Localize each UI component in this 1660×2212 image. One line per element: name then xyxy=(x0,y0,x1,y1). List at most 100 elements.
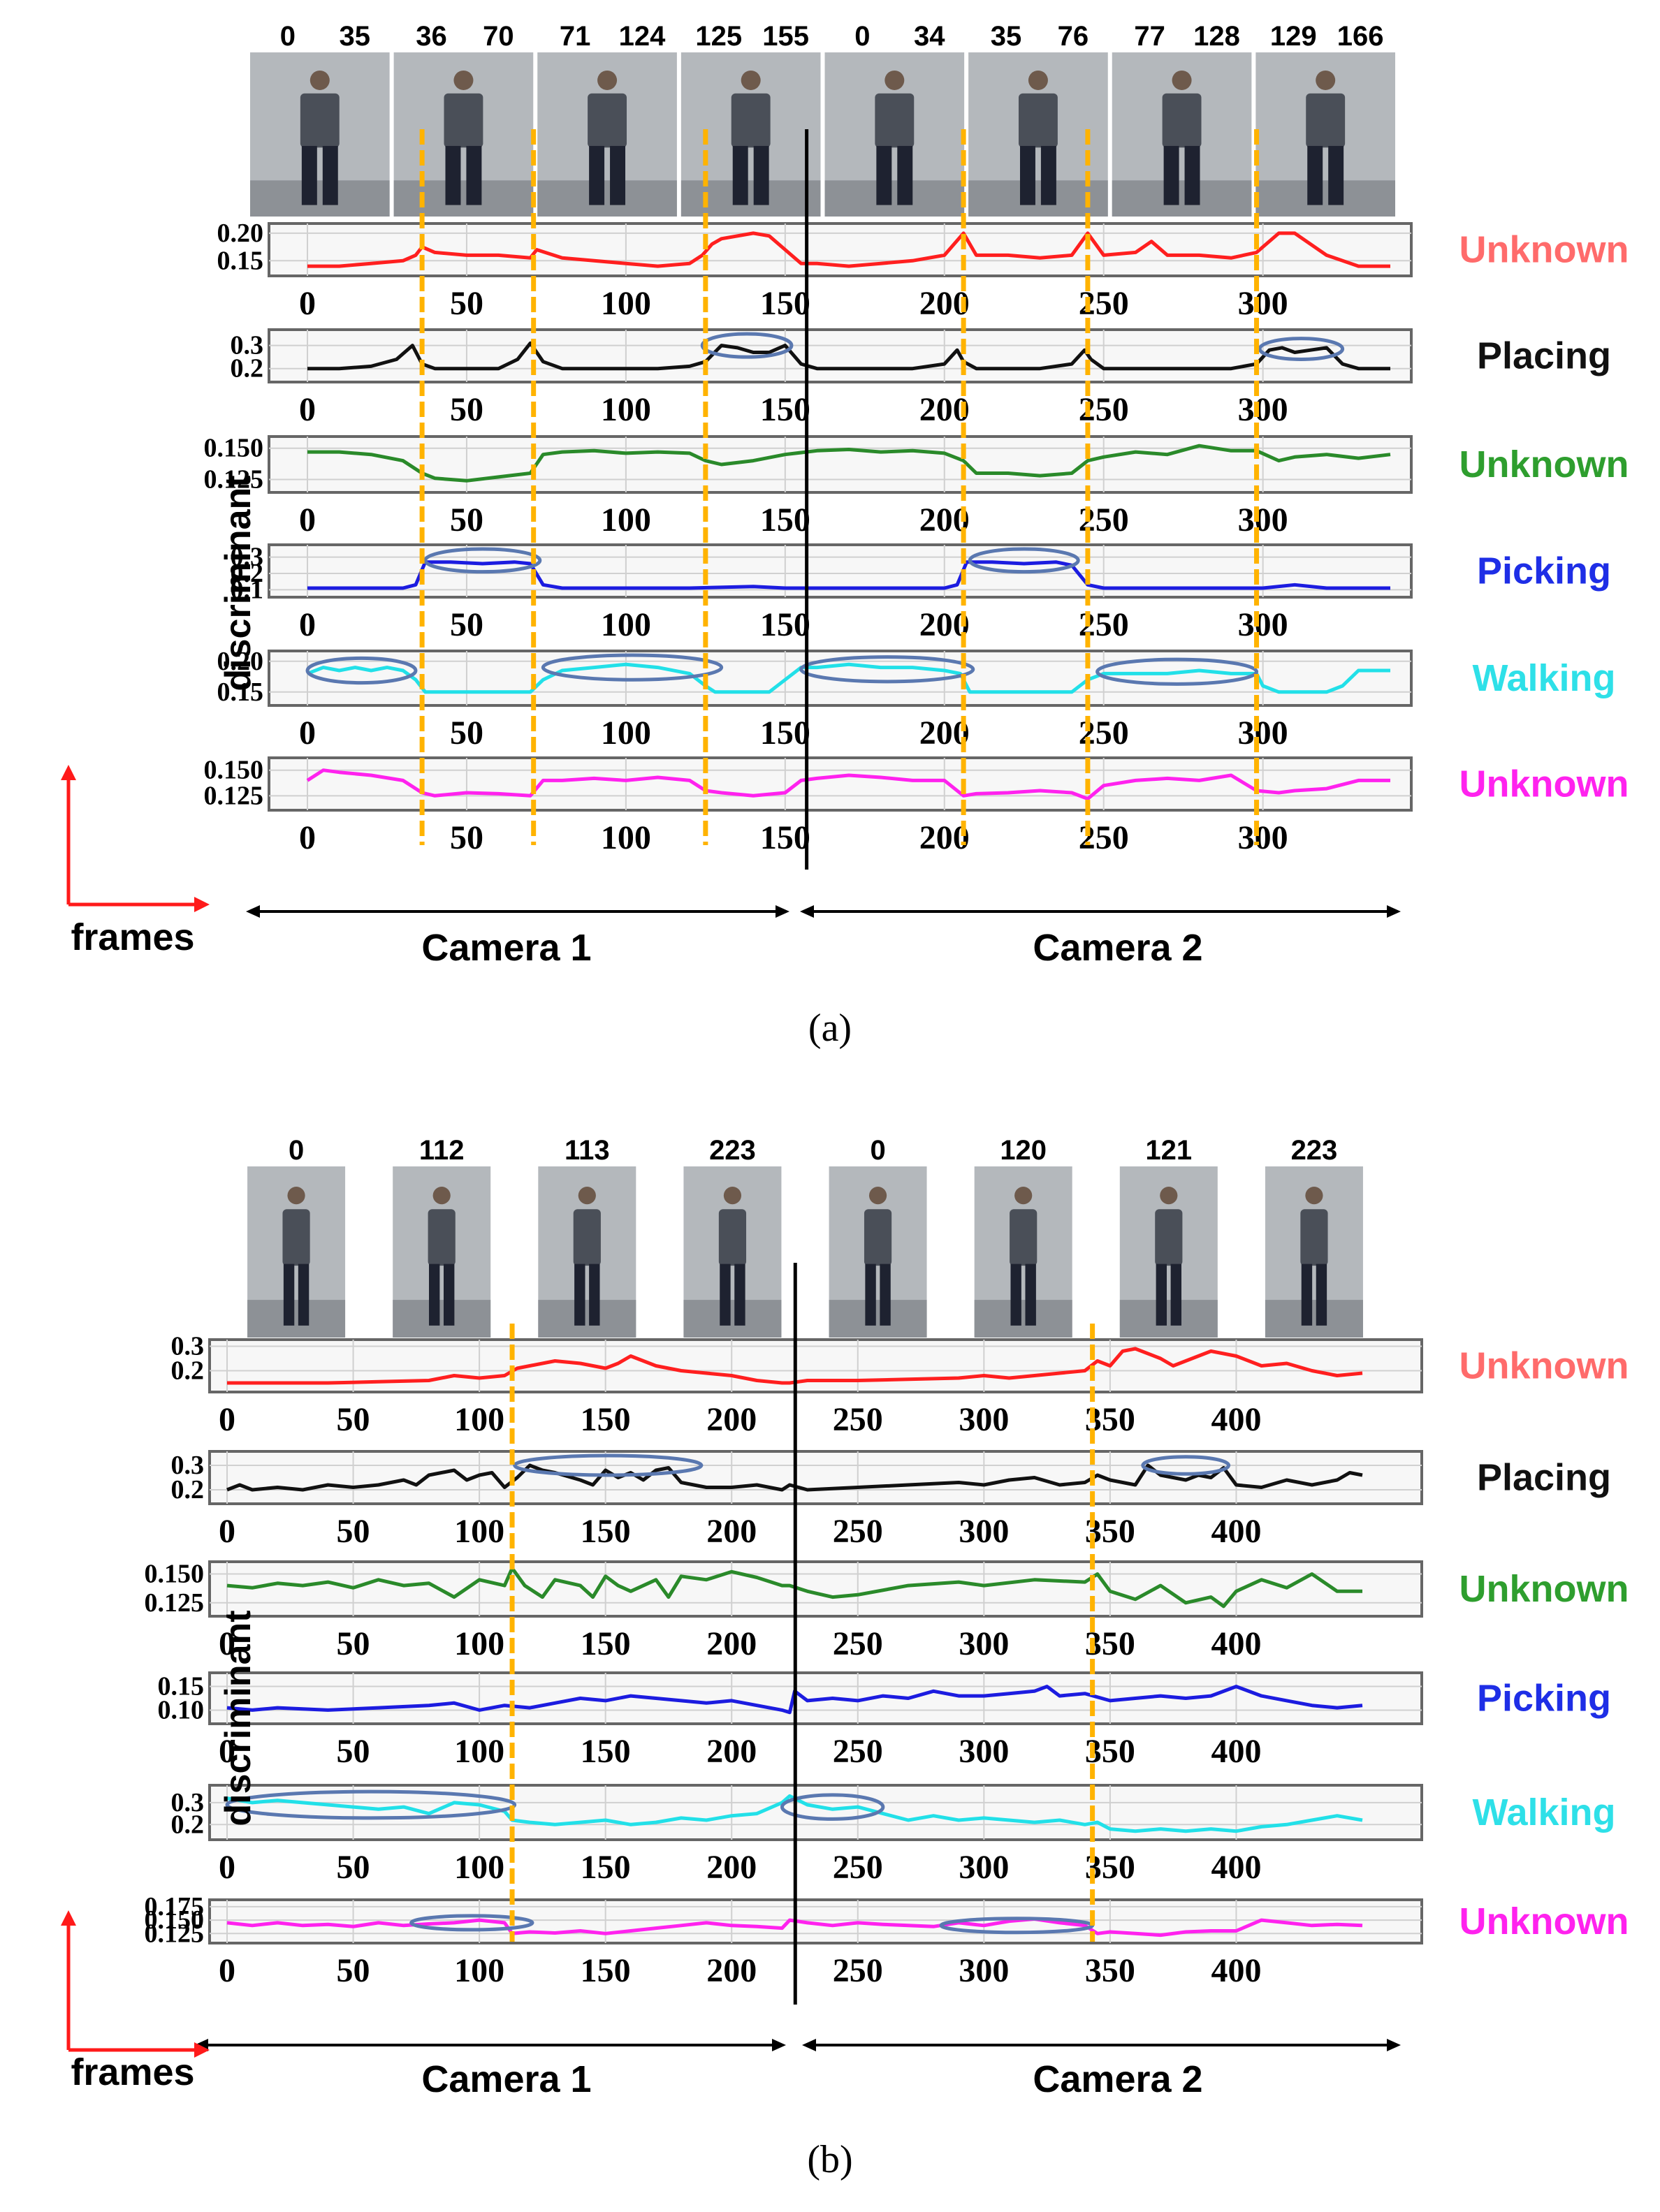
x-tick-label: 400 xyxy=(1211,1849,1261,1886)
frame-number-label: 35 xyxy=(339,21,370,52)
x-tick-label: 0 xyxy=(219,1625,235,1662)
person-leg xyxy=(897,145,913,205)
y-tick-label: 0.125 xyxy=(204,781,264,810)
class-label: Unknown xyxy=(1459,763,1629,805)
x-tick-label: 300 xyxy=(959,1849,1009,1886)
person-leg xyxy=(610,145,626,205)
person-leg xyxy=(1040,145,1056,205)
x-tick-label: 250 xyxy=(833,1513,883,1550)
x-tick-label: 0 xyxy=(299,819,316,856)
x-tick-label: 150 xyxy=(581,1733,631,1770)
frame-thumbnail xyxy=(250,52,390,217)
class-label: Picking xyxy=(1477,550,1611,592)
class-label: Walking xyxy=(1472,1792,1615,1833)
frame-number-label: 112 xyxy=(419,1135,465,1166)
series-line xyxy=(307,560,1390,590)
person-head xyxy=(578,1187,596,1205)
x-tick-label: 300 xyxy=(959,1952,1009,1989)
person-torso xyxy=(300,93,340,148)
person-leg xyxy=(734,1264,745,1326)
photo-floor xyxy=(247,1300,346,1338)
panel-frame xyxy=(208,1560,1423,1618)
person-leg xyxy=(1184,145,1200,205)
x-tick-label: 0 xyxy=(299,391,316,428)
camera-label: Camera 2 xyxy=(1033,2058,1202,2100)
photo-floor xyxy=(393,1300,491,1338)
figure-caption: (a) xyxy=(808,1006,852,1050)
person-torso xyxy=(1162,93,1202,148)
person-leg xyxy=(1307,145,1323,205)
x-tick-label: 50 xyxy=(450,606,483,643)
frame-number-label: 166 xyxy=(1337,21,1384,52)
x-tick-label: 0 xyxy=(299,715,316,752)
frame-number-label: 0 xyxy=(289,1135,304,1166)
frame-number-label: 77 xyxy=(1134,21,1165,52)
person-leg xyxy=(732,145,748,205)
class-label: Placing xyxy=(1477,335,1611,377)
x-tick-label: 100 xyxy=(601,715,651,752)
person-head xyxy=(1014,1187,1033,1205)
photo-floor xyxy=(1112,180,1252,217)
x-tick-label: 100 xyxy=(454,1952,504,1989)
x-tick-label: 100 xyxy=(454,1513,504,1550)
frame-thumbnail xyxy=(683,1166,782,1338)
arrow-head xyxy=(1387,2039,1401,2051)
arrow-head xyxy=(61,1910,76,1926)
x-tick-label: 200 xyxy=(706,1625,757,1662)
x-tick-label: 50 xyxy=(450,501,483,539)
x-tick-label: 200 xyxy=(706,1513,757,1550)
frame-number-label: 76 xyxy=(1058,21,1089,52)
x-tick-label: 400 xyxy=(1211,1513,1261,1550)
frame-thumbnail xyxy=(537,52,677,217)
person-leg xyxy=(1328,145,1344,205)
person-head xyxy=(1160,1187,1178,1205)
photo-floor xyxy=(680,180,821,217)
x-tick-label: 50 xyxy=(450,715,483,752)
photo-floor xyxy=(974,1300,1072,1338)
y-tick-label: 0.3 xyxy=(171,1788,205,1817)
person-head xyxy=(453,70,474,90)
y-tick-label: 0.150 xyxy=(204,756,264,785)
class-label: Placing xyxy=(1477,1457,1611,1499)
frame-number-label: 35 xyxy=(991,21,1022,52)
frame-number-label: 155 xyxy=(762,21,809,52)
person-torso xyxy=(428,1209,456,1266)
frame-thumbnail xyxy=(1265,1166,1363,1338)
y-tick-label: 0.2 xyxy=(171,1475,205,1504)
y-tick-label: 0.20 xyxy=(217,647,264,676)
frame-number-label: 34 xyxy=(914,21,945,52)
person-leg xyxy=(876,145,892,205)
x-tick-label: 250 xyxy=(833,1733,883,1770)
figure-caption: (b) xyxy=(807,2138,852,2181)
x-tick-label: 200 xyxy=(706,1849,757,1886)
panel-frame xyxy=(208,1450,1423,1505)
person-leg xyxy=(445,145,461,205)
frame-thumbnail xyxy=(680,52,821,217)
x-tick-label: 100 xyxy=(454,1401,504,1438)
y-axis-label: discriminant xyxy=(218,475,259,691)
photo-floor xyxy=(1119,1300,1218,1338)
arrow-head xyxy=(246,905,260,918)
x-tick-label: 400 xyxy=(1211,1733,1261,1770)
frame-number-label: 121 xyxy=(1145,1135,1192,1166)
person-head xyxy=(597,70,618,90)
highlight-ellipse xyxy=(799,655,975,684)
series-line xyxy=(226,1566,1362,1609)
person-leg xyxy=(865,1264,876,1326)
y-tick-label: 0.20 xyxy=(217,219,264,248)
person-torso xyxy=(864,1209,892,1266)
person-leg xyxy=(1316,1264,1327,1326)
person-head xyxy=(741,70,761,90)
camera-label: Camera 1 xyxy=(421,927,591,969)
person-leg xyxy=(1156,1264,1167,1326)
x-tick-label: 150 xyxy=(760,606,810,643)
highlight-ellipse xyxy=(225,1789,517,1820)
person-leg xyxy=(880,1264,891,1326)
highlight-ellipse xyxy=(513,1453,704,1477)
person-leg xyxy=(1301,1264,1313,1326)
